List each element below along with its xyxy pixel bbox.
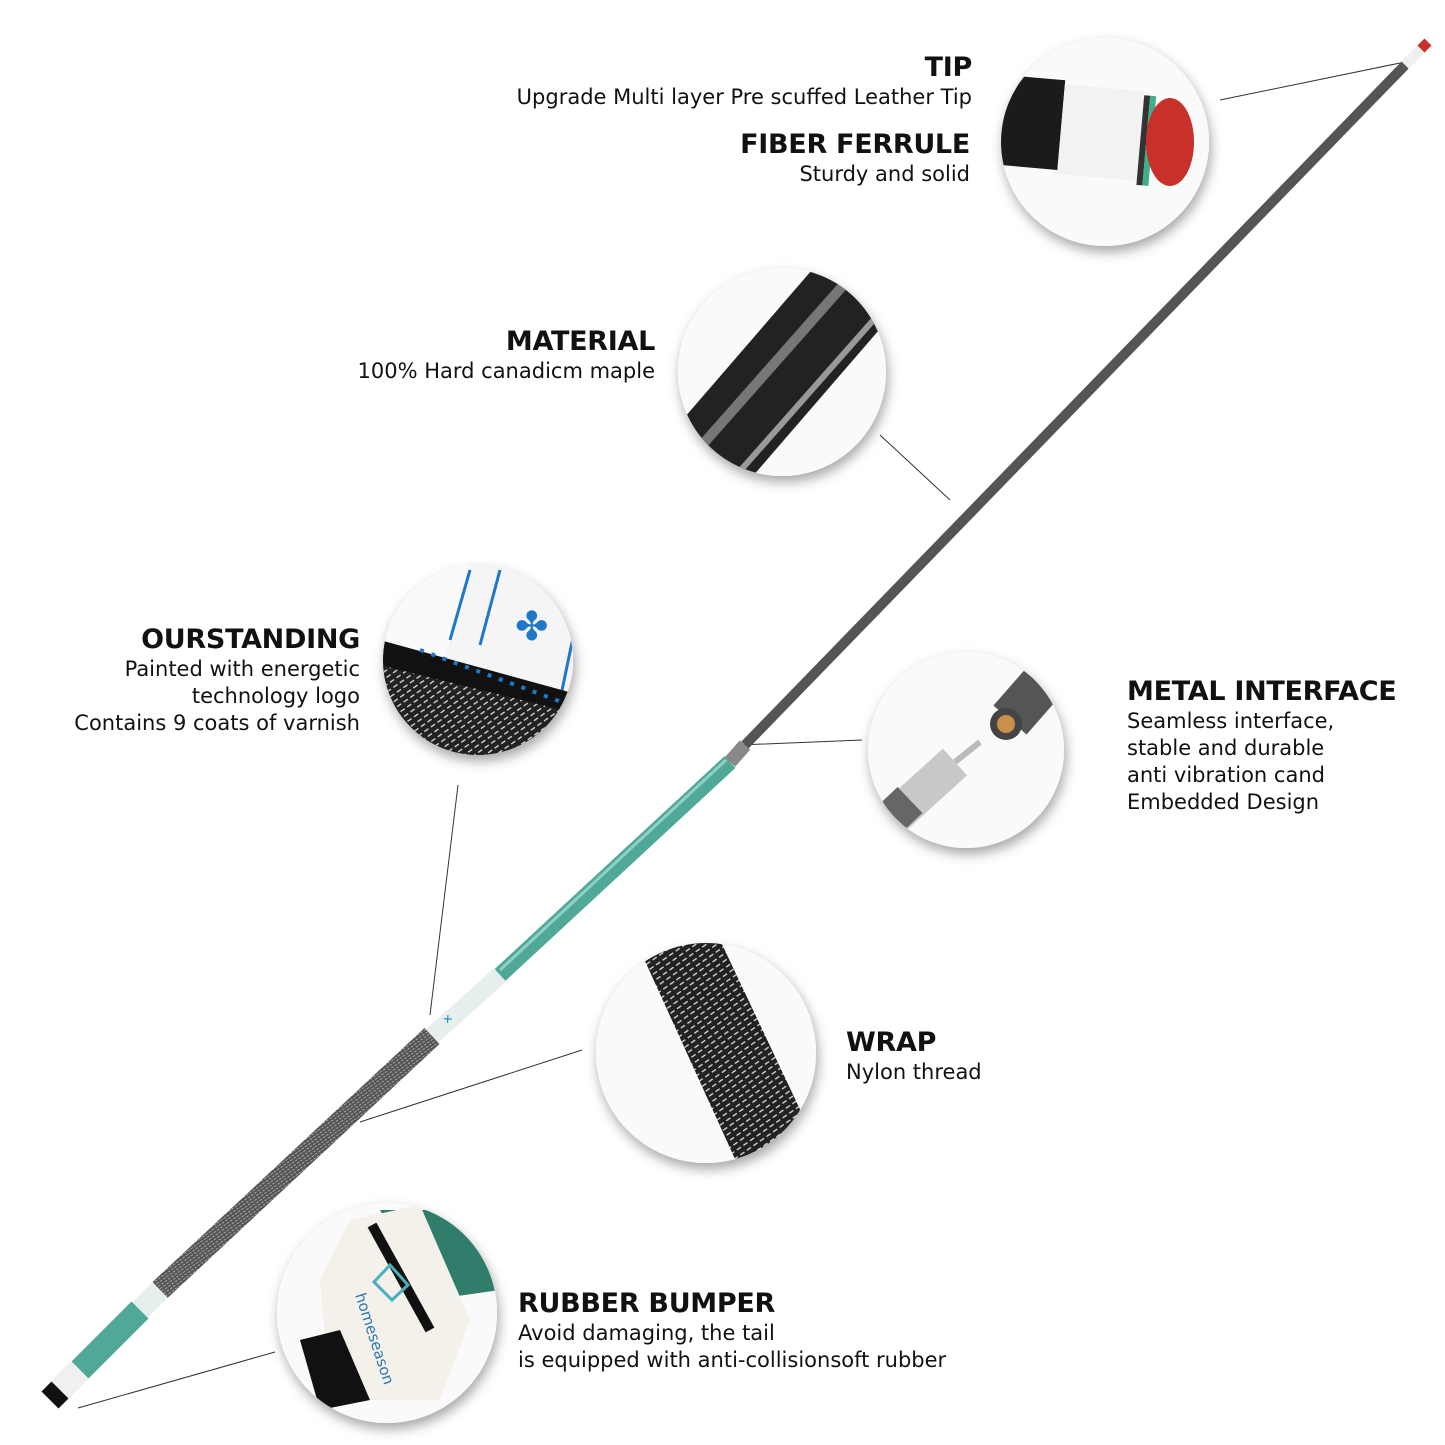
leader-lines <box>77 61 1406 1409</box>
metal-interface-feature: METAL INTERFACE Seamless interface, stab… <box>1127 676 1427 816</box>
ferrule-feature: FIBER FERRULE Sturdy and solid <box>600 129 970 188</box>
rubber-bumper-feature: RUBBER BUMPER Avoid damaging, the tail i… <box>518 1288 1038 1374</box>
metal-interface-line-4: Embedded Design <box>1127 790 1320 814</box>
tip-feature: TIP Upgrade Multi layer Pre scuffed Leat… <box>440 52 973 111</box>
wrap-feature: WRAP Nylon thread <box>846 1027 1096 1086</box>
rubber-bumper-line-2: is equipped with anti-collisionsoft rubb… <box>518 1348 947 1372</box>
outstanding-title: OURSTANDING <box>141 624 360 655</box>
material-title: MATERIAL <box>505 326 655 357</box>
outstanding-line-2: technology logo <box>191 684 360 708</box>
outstanding-line-3: Contains 9 coats of varnish <box>74 711 360 735</box>
wrap-desc: Nylon thread <box>846 1060 982 1084</box>
tip-desc: Upgrade Multi layer Pre scuffed Leather … <box>516 85 972 109</box>
outstanding-detail-circle: ✤ <box>383 565 573 755</box>
metal-interface-title: METAL INTERFACE <box>1127 676 1397 707</box>
outstanding-feature: OURSTANDING Painted with energetic techn… <box>20 624 360 737</box>
svg-text:✤: ✤ <box>515 604 549 650</box>
tip-detail-circle <box>1001 38 1209 246</box>
rubber-bumper-line-1: Avoid damaging, the tail <box>518 1321 775 1345</box>
ferrule-title: FIBER FERRULE <box>740 129 970 160</box>
metal-interface-detail-circle <box>868 652 1064 848</box>
metal-interface-line-2: stable and durable <box>1127 736 1325 760</box>
material-desc: 100% Hard canadicm maple <box>357 359 656 383</box>
outstanding-line-1: Painted with energetic <box>124 657 360 681</box>
material-feature: MATERIAL 100% Hard canadicm maple <box>300 326 656 385</box>
tip-title: TIP <box>924 52 973 83</box>
metal-interface-line-1: Seamless interface, <box>1127 709 1335 733</box>
material-detail-circle <box>678 268 886 476</box>
wrap-detail-circle <box>596 943 816 1163</box>
wrap-title: WRAP <box>846 1027 937 1058</box>
metal-interface-line-3: anti vibration cand <box>1127 763 1325 787</box>
rubber-bumper-title: RUBBER BUMPER <box>518 1288 776 1319</box>
pool-cue: ✕ <box>41 38 1432 1409</box>
rubber-bumper-detail-circle: homeseason <box>277 1203 497 1423</box>
ferrule-desc: Sturdy and solid <box>799 162 970 186</box>
